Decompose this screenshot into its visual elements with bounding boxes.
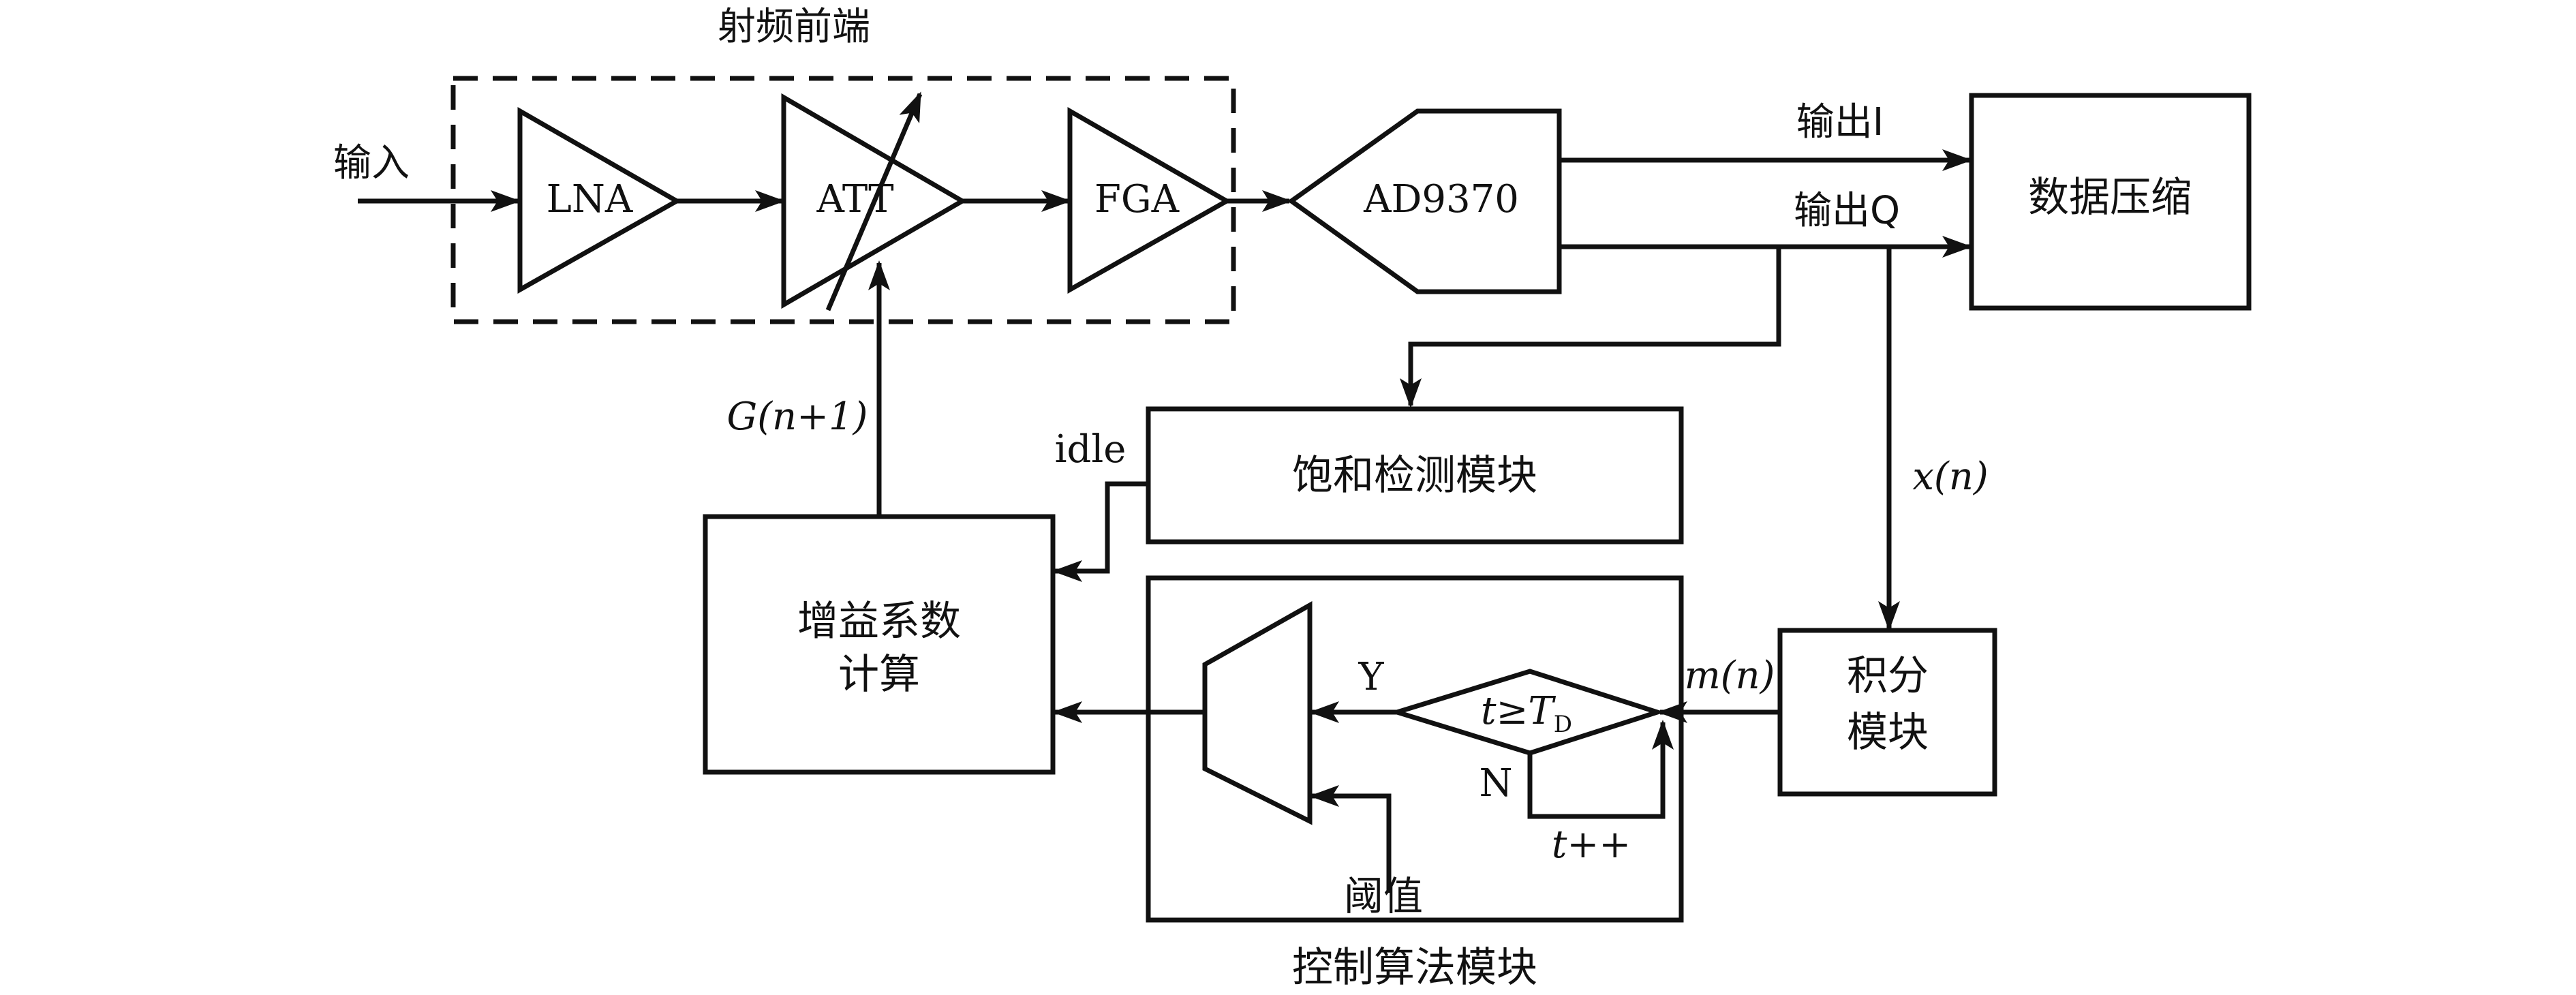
lna-label: LNA — [547, 177, 633, 221]
decision-diamond — [1389, 669, 1666, 756]
output-q-label: 输出Q — [1794, 189, 1900, 233]
no-label: N — [1479, 761, 1513, 806]
increment-label: t++ — [1552, 823, 1631, 867]
variable-arrow-icon — [825, 91, 923, 311]
input-label: 输入 — [333, 141, 410, 185]
gain-calc-block — [703, 514, 1056, 775]
mn-label: m(n) — [1685, 654, 1775, 698]
gain-calc-line1: 增益系数 — [797, 598, 961, 645]
xn-label: x(n) — [1912, 455, 1988, 499]
data-compress-label: 数据压缩 — [2028, 174, 2192, 221]
integrator-line2: 模块 — [1847, 709, 1929, 756]
threshold-path — [1309, 785, 1392, 893]
threshold-label: 阈值 — [1344, 873, 1423, 919]
output-i-label: 输出I — [1796, 100, 1884, 144]
fga-label: FGA — [1094, 177, 1180, 221]
idle-path — [1052, 481, 1148, 582]
lna-amplifier — [517, 106, 682, 294]
saturation-detect-block — [1146, 406, 1684, 545]
gain-feedback-label: G(n+1) — [726, 395, 868, 439]
decision-condition: t≥TD — [1481, 689, 1572, 738]
fga-amplifier — [1067, 106, 1232, 294]
adc-ad9370 — [1287, 108, 1562, 294]
control-algo-label: 控制算法模块 — [1292, 944, 1537, 992]
rf-frontend-title: 射频前端 — [718, 5, 870, 49]
control-algo-frame — [1146, 575, 1684, 923]
saturation-detect-label: 饱和检测模块 — [1292, 452, 1537, 500]
no-loop-path — [1527, 720, 1674, 819]
yes-label: Y — [1358, 655, 1385, 699]
data-compress-block — [1969, 93, 2252, 311]
adc-label: AD9370 — [1363, 177, 1519, 221]
idle-label: idle — [1055, 427, 1126, 472]
gain-calc-line2: 计算 — [838, 651, 920, 699]
q-to-saturation-path — [1400, 247, 1781, 408]
multiplexer — [1202, 601, 1313, 825]
integrator-line1: 积分 — [1847, 652, 1929, 700]
